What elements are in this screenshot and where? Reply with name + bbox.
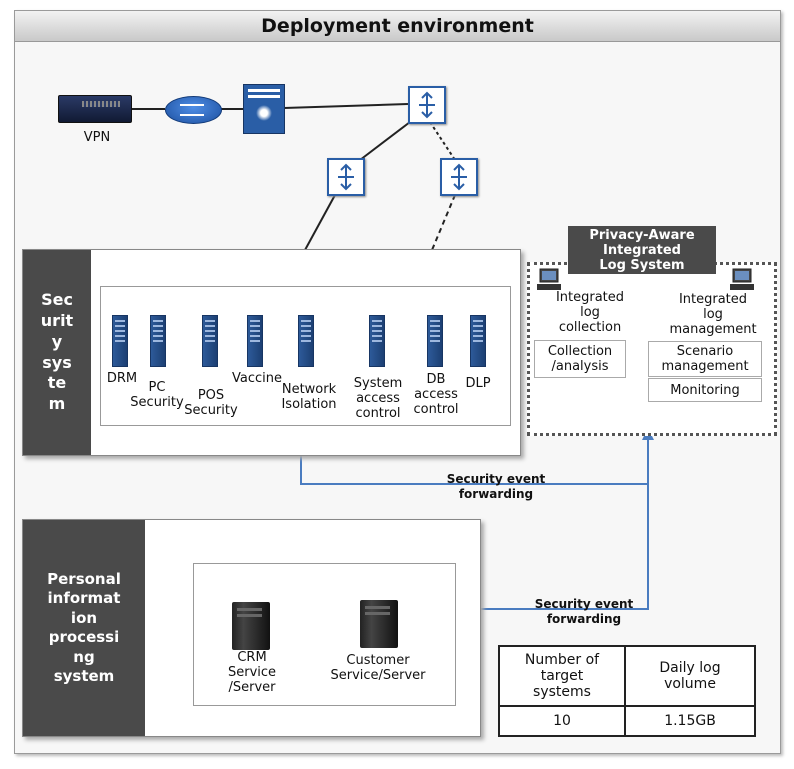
management-heading: Integrated log management [669,292,757,337]
management-computer-icon [730,268,754,290]
page-title: Deployment environment [15,11,780,42]
pc-security-server-icon [150,315,166,367]
switch-left-link [359,121,411,161]
value-target-systems: 10 [498,705,626,737]
forwarding-label-1: Security event forwarding [446,472,546,501]
security-item-label: POS Security [184,388,238,418]
db-access-server-icon [427,315,443,367]
header-target-systems: Number of target systems [498,645,626,707]
scenario-management-box: Scenario management [648,341,762,377]
forwarding-label-2: Security event forwarding [534,597,634,626]
network-isolation-server-icon [298,315,314,367]
personal-info-system-label: Personal informat ion processi ng system [23,520,145,736]
security-item-label: DRM [106,371,138,386]
monitoring-box: Monitoring [648,378,762,402]
security-item-label: DB access control [413,372,459,417]
collection-analysis-box: Collection /analysis [534,340,626,378]
dlp-server-icon [470,315,486,367]
table-header-row: Number of target systems Daily log volum… [498,645,756,707]
drm-server-icon [112,315,128,367]
collection-heading: Integrated log collection [555,290,625,335]
collection-computer-icon [537,268,561,290]
log-system-title: Privacy-Aware Integrated Log System [568,226,716,274]
vaccine-server-icon [247,315,263,367]
system-access-server-icon [369,315,385,367]
firewall-switch-link [283,103,409,109]
crm-server-icon [232,602,270,650]
security-uplink-dashed [431,194,456,251]
security-system-label: Sec urit y sys te m [23,250,91,455]
security-item-label: Network Isolation [281,382,337,412]
crm-server-label: CRM Service /Server [227,650,277,695]
security-item-label: PC Security [130,380,184,410]
pos-security-server-icon [202,315,218,367]
pi-forward-arrow-line [480,436,649,610]
security-system-panel: Sec urit y sys te m [22,249,521,456]
vpn-label: VPN [83,130,111,145]
security-item-label: Vaccine [232,371,282,386]
access-switch-right-icon [440,158,478,196]
access-switch-left-icon [327,158,365,196]
router-icon [165,96,222,124]
value-daily-log-volume: 1.15GB [624,705,756,737]
table-row: 10 1.15GB [498,705,756,737]
security-item-label: System access control [353,376,403,421]
security-uplink [304,194,336,251]
vpn-vents [82,101,120,107]
stats-table: Number of target systems Daily log volum… [498,645,756,737]
customer-server-label: Customer Service/Server [330,653,426,683]
security-item-label: DLP [465,376,491,391]
switch-right-link [429,121,456,161]
customer-server-icon [360,600,398,648]
header-daily-log-volume: Daily log volume [624,645,756,707]
firewall-icon [243,84,285,134]
core-switch-icon [408,86,446,124]
vpn-appliance-icon [58,95,132,123]
router-arrows [180,104,204,116]
